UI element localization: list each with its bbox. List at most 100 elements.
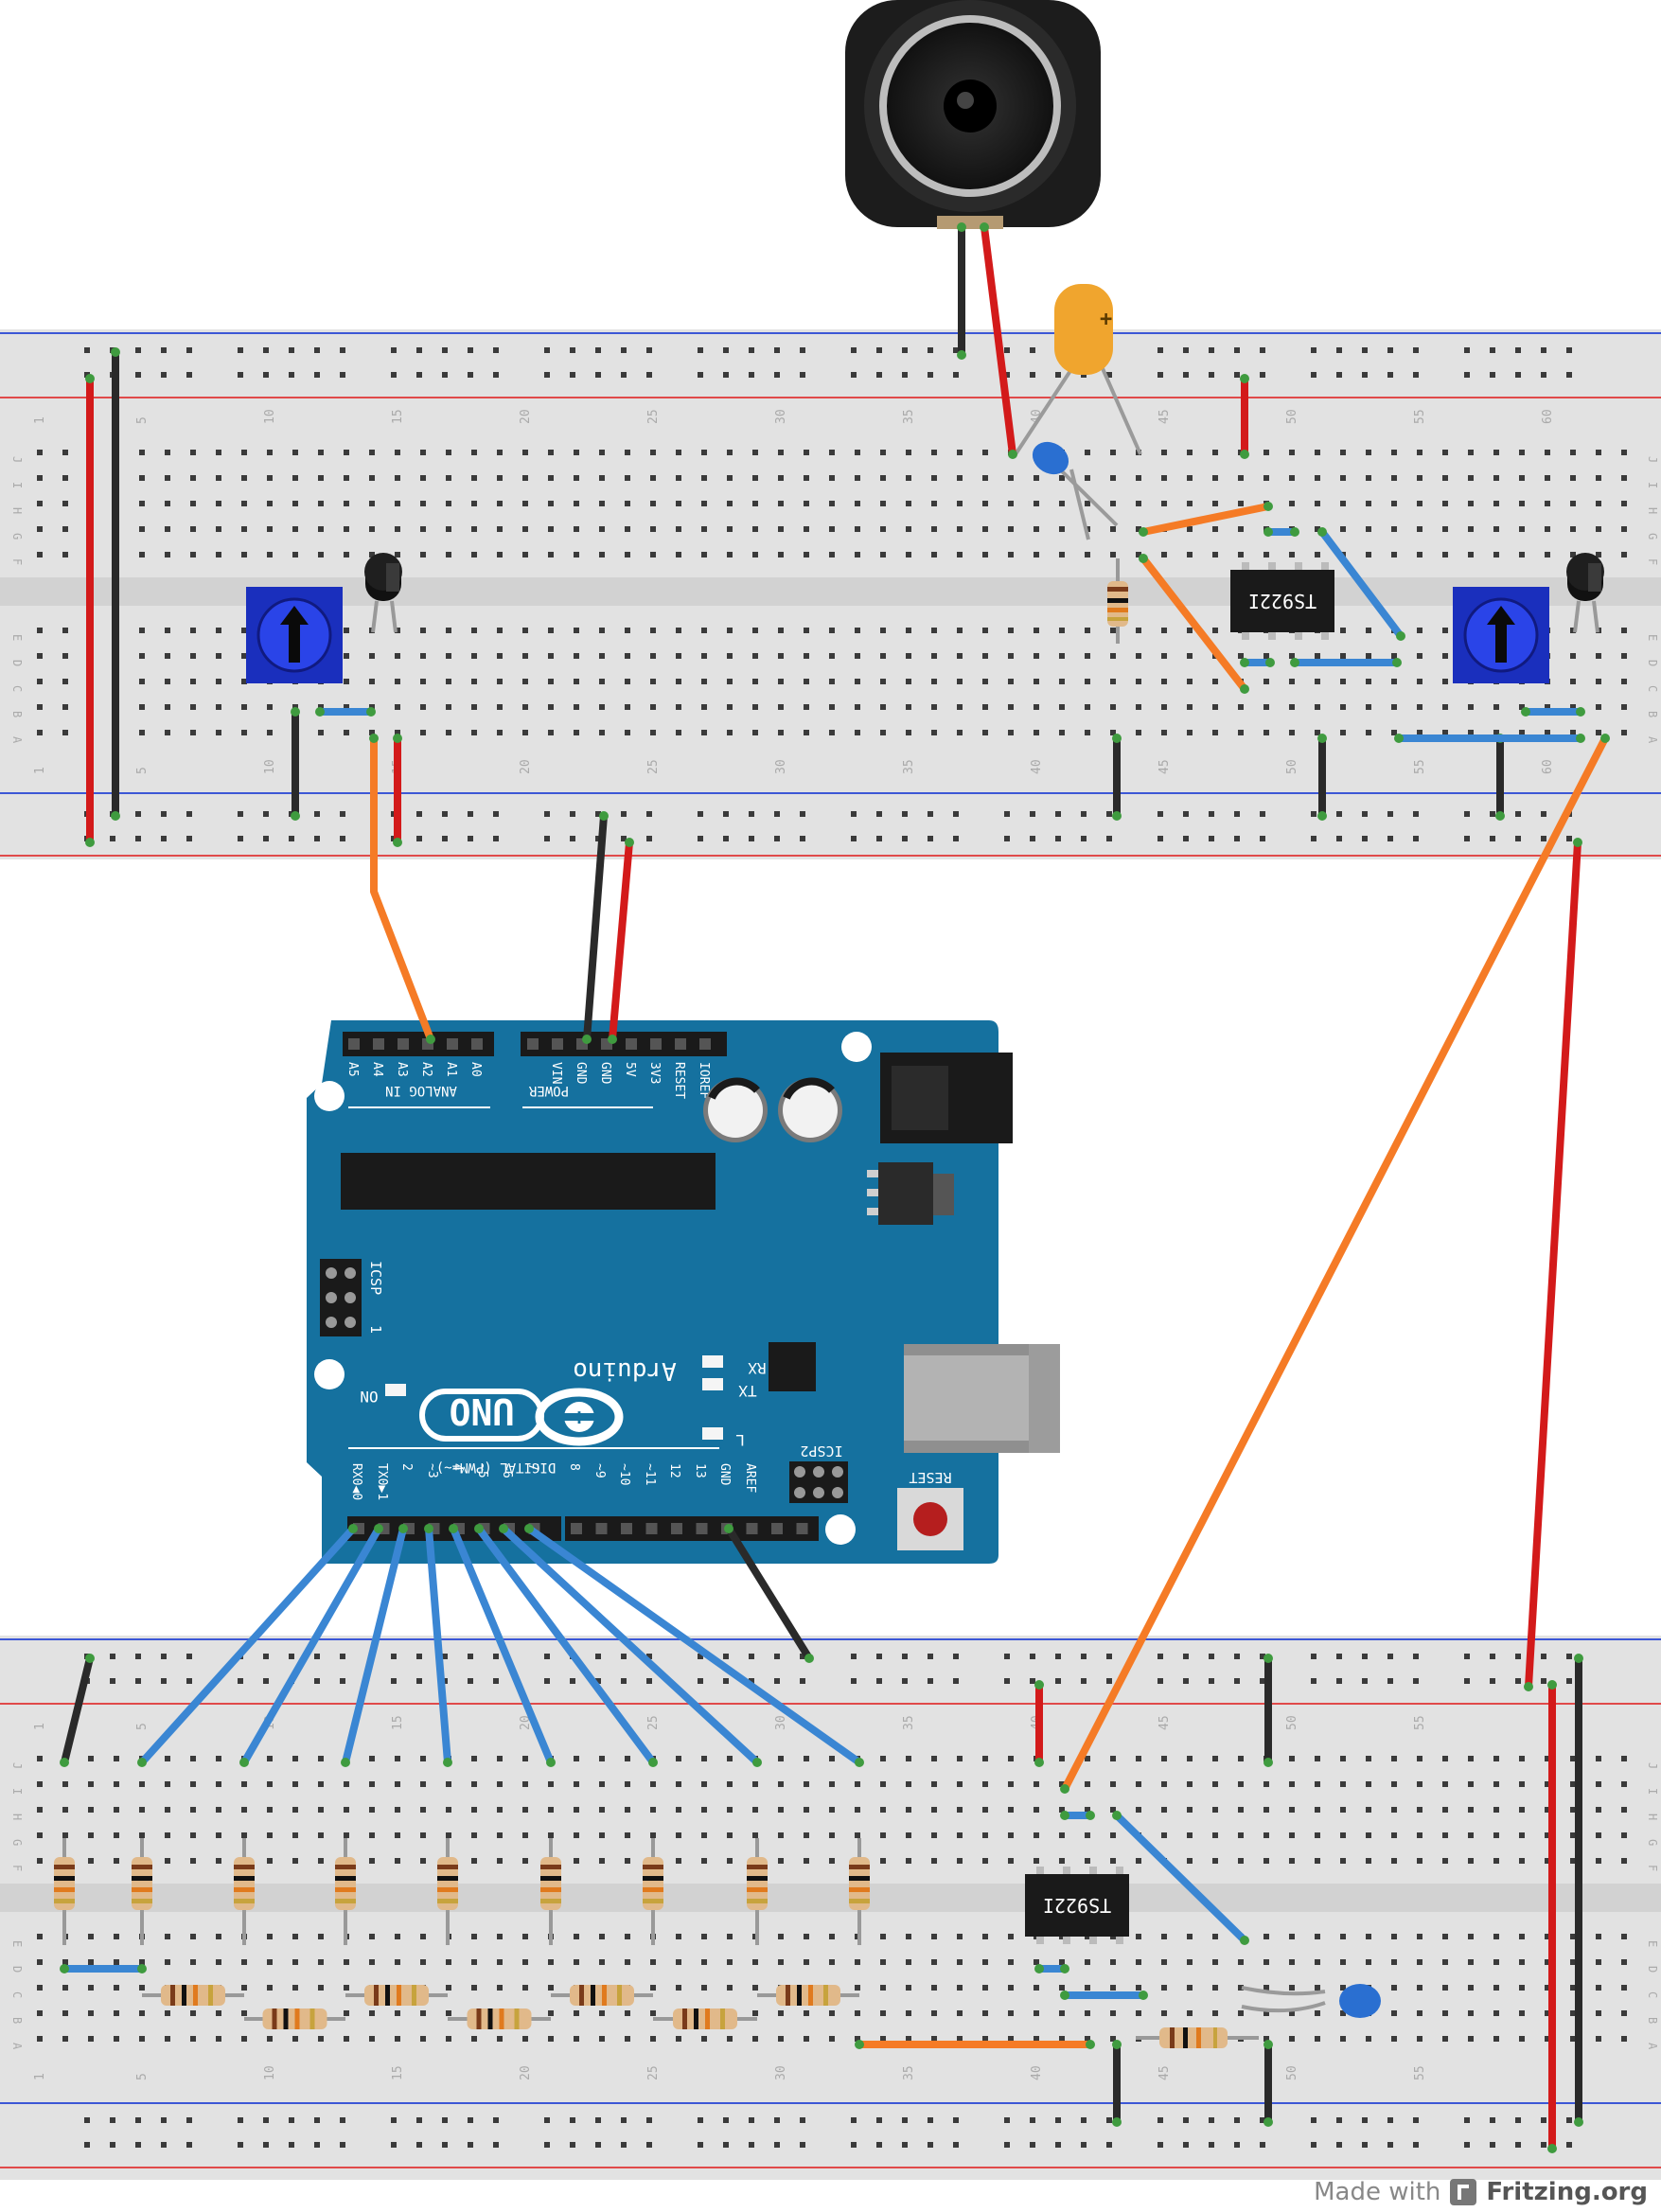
resistor-band <box>540 1899 561 1903</box>
wire-end <box>366 707 376 717</box>
breadboard-hole <box>982 2036 988 2042</box>
breadboard-hole <box>574 526 579 532</box>
rail-hole <box>1234 372 1240 378</box>
board-capacitor-mark <box>783 1077 835 1100</box>
breadboard-hole <box>1161 1832 1167 1838</box>
breadboard-hole <box>701 704 707 710</box>
breadboard-hole <box>62 704 68 710</box>
breadboard-hole <box>1136 1934 1141 1939</box>
breadboard-hole <box>446 1807 451 1813</box>
breadboard-hole <box>139 2010 145 2016</box>
wire-end <box>608 1035 617 1044</box>
column-number: 20 <box>519 759 533 774</box>
breadboard-hole <box>139 526 145 532</box>
breadboard-hole <box>1621 704 1627 710</box>
breadboard-hole <box>190 552 196 557</box>
column-number: 40 <box>1030 2065 1044 2080</box>
breadboard-hole <box>344 1832 349 1838</box>
breadboard-hole <box>1085 704 1090 710</box>
breadboard-hole <box>139 1959 145 1965</box>
breadboard-hole <box>778 450 784 455</box>
ic-pin <box>1321 562 1329 570</box>
reset-button-cap[interactable] <box>913 1502 947 1536</box>
rail-hole <box>902 347 908 353</box>
breadboard-hole <box>574 730 579 735</box>
row-letter: C <box>1646 685 1659 692</box>
breadboard-hole <box>1519 526 1525 532</box>
wire-end <box>374 1524 383 1533</box>
breadboard-hole <box>1596 1959 1601 1965</box>
breadboard-hole <box>1545 450 1550 455</box>
breadboard-hole <box>804 1858 809 1864</box>
ic-label-top: TS922I <box>1248 590 1316 612</box>
breadboard-hole <box>139 1985 145 1991</box>
rail-hole <box>749 1654 754 1659</box>
rail-hole <box>1209 1654 1214 1659</box>
breadboard-hole <box>1391 1985 1397 1991</box>
resistor-band <box>849 1876 870 1881</box>
breadboard-hole <box>829 1756 835 1761</box>
row-letter: E <box>1646 1940 1659 1947</box>
breadboard-hole <box>1570 526 1576 532</box>
breadboard-hole <box>395 475 400 481</box>
breadboard-hole <box>778 730 784 735</box>
digital-wire-blue <box>450 1525 555 1766</box>
pin-label: A2 <box>419 1062 433 1077</box>
resistor-band <box>437 1876 458 1881</box>
breadboard-hole <box>574 2036 579 2042</box>
breadboard-hole <box>906 501 911 506</box>
rail-hole <box>723 372 729 378</box>
icsp-pin <box>326 1317 337 1328</box>
wire-end <box>1495 811 1505 821</box>
breadboard-hole <box>1340 653 1346 659</box>
pin-label: RESET <box>672 1062 686 1099</box>
breadboard-hole <box>1545 1807 1550 1813</box>
breadboard-hole <box>318 704 324 710</box>
resistor-band <box>132 1876 152 1881</box>
breadboard-hole <box>957 1985 963 1991</box>
wire-end <box>1521 707 1530 717</box>
breadboard-hole <box>497 679 503 684</box>
rail-hole <box>263 347 269 353</box>
breadboard-hole <box>1263 450 1269 455</box>
breadboard-hole <box>1212 1934 1218 1939</box>
breadboard-hole <box>931 1858 937 1864</box>
rail-hole <box>595 347 601 353</box>
rail-hole <box>340 2142 345 2148</box>
plus-icon: + <box>1100 308 1112 331</box>
arduino-brand-text: Arduino <box>573 1356 677 1385</box>
breadboard-hole <box>676 2036 681 2042</box>
breadboard-hole <box>1263 2010 1269 2016</box>
rail-hole <box>595 1654 601 1659</box>
rail-hole <box>468 2142 473 2148</box>
resistor-body <box>747 1857 768 1910</box>
rail-hole <box>110 836 115 841</box>
breadboard-hole <box>1136 526 1141 532</box>
breadboard-hole <box>1085 730 1090 735</box>
breadboard-hole <box>165 1832 170 1838</box>
breadboard-hole <box>548 501 554 506</box>
breadboard-hole <box>650 1781 656 1787</box>
wire-end <box>855 1758 864 1767</box>
breadboard-hole <box>599 2010 605 2016</box>
breadboard-hole <box>190 628 196 633</box>
wire-end <box>426 1035 435 1044</box>
breadboard-hole <box>344 1985 349 1991</box>
rail-hole <box>391 2142 397 2148</box>
rail-hole <box>135 1678 141 1684</box>
breadboard-hole <box>701 1959 707 1965</box>
column-number: 25 <box>646 2065 661 2080</box>
rail-hole <box>1234 2117 1240 2123</box>
rail-hole <box>1490 2117 1495 2123</box>
column-number: 25 <box>646 759 661 774</box>
breadboard-hole <box>1442 730 1448 735</box>
breadboard-hole <box>804 526 809 532</box>
breadboard-hole <box>599 1959 605 1965</box>
rail-hole <box>1183 1678 1189 1684</box>
breadboard-hole <box>471 2036 477 2042</box>
wire-end <box>1524 1682 1533 1691</box>
breadboard-hole <box>1085 1832 1090 1838</box>
breadboard-hole <box>1085 1959 1090 1965</box>
resistor-band <box>397 1985 401 2006</box>
breadboard-hole <box>1161 704 1167 710</box>
